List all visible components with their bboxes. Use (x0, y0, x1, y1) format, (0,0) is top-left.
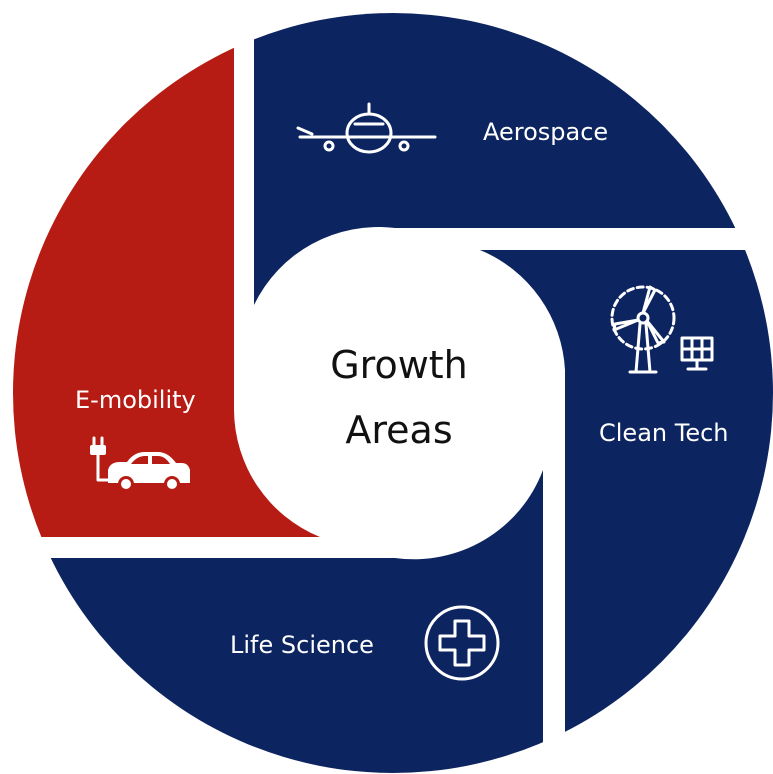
airplane-icon (296, 102, 437, 154)
aerospace-label: Aerospace (483, 118, 608, 146)
center-title-line2: Areas (345, 408, 452, 452)
medical-cross-icon (424, 605, 500, 681)
clean-tech-label: Clean Tech (599, 419, 729, 447)
center-hub (249, 248, 545, 544)
life-science-label: Life Science (230, 631, 374, 659)
center-title-line1: Growth (330, 343, 468, 387)
e-mobility-label: E-mobility (75, 386, 196, 414)
electric-car-icon (90, 436, 190, 492)
wind-turbine-solar-panel-icon (610, 285, 714, 374)
